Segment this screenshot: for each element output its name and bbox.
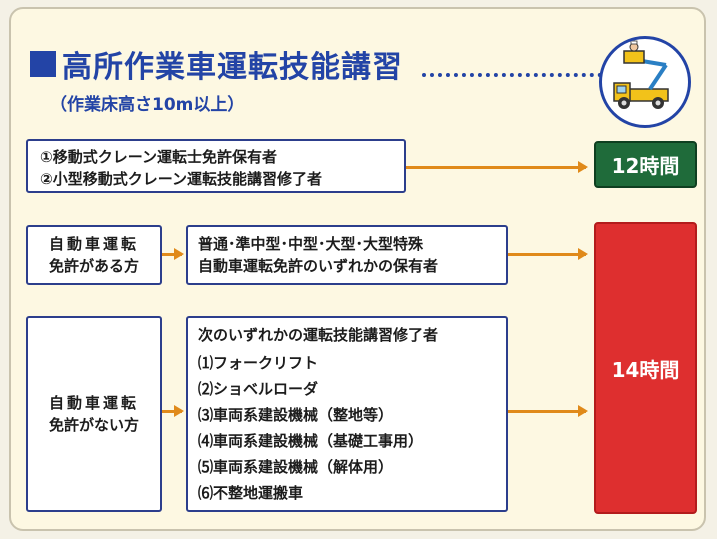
crane-license-line-1: ①移動式クレーン運転士免許保有者 <box>40 148 277 166</box>
skill-course-list-box: 次のいずれかの運転技能講習修了者 ⑴フォークリフト ⑵ショベルローダ ⑶車両系建… <box>186 316 508 512</box>
row3-arrow-short <box>162 405 184 417</box>
row2-arrow-short <box>162 248 184 260</box>
license-types-box: 普通･準中型･中型･大型･大型特殊 自動車運転免許のいずれかの保有者 <box>186 225 508 285</box>
row2-arrow <box>508 248 588 260</box>
row1-arrow <box>406 161 588 173</box>
crane-license-line-2: ②小型移動式クレーン運転技能講習修了者 <box>40 170 322 188</box>
skill-course-item: ⑷車両系建設機械（基礎工事用） <box>198 432 424 450</box>
license-types-line-1: 普通･準中型･中型･大型･大型特殊 <box>198 235 424 253</box>
title-row: 高所作業車運転技能講習 <box>30 44 403 85</box>
license-holder-category-line-1: 自動車運転 <box>48 235 139 253</box>
no-license-category-box: 自動車運転 免許がない方 <box>26 316 162 512</box>
license-types-line-2: 自動車運転免許のいずれかの保有者 <box>198 257 439 275</box>
hours-12-badge: 12時間 <box>594 141 697 188</box>
no-license-category-line-2: 免許がない方 <box>48 416 139 434</box>
no-license-category-line-1: 自動車運転 <box>48 394 139 412</box>
skill-course-item: ⑶車両系建設機械（整地等） <box>198 406 394 424</box>
skill-course-item: ⑴フォークリフト <box>198 354 319 372</box>
license-holder-category-line-2: 免許がある方 <box>48 257 139 275</box>
license-holder-category-box: 自動車運転 免許がある方 <box>26 225 162 285</box>
title-dotted-leader <box>422 73 602 77</box>
page-title: 高所作業車運転技能講習 <box>62 50 403 85</box>
crane-license-holders-box: ①移動式クレーン運転士免許保有者 ②小型移動式クレーン運転技能講習修了者 <box>26 139 406 193</box>
hours-14-badge: 14時間 <box>594 222 697 514</box>
skill-course-item: ⑹不整地運搬車 <box>198 484 304 502</box>
row3-arrow <box>508 405 588 417</box>
aerial-work-platform-truck-icon <box>599 36 691 128</box>
skill-course-item: ⑸車両系建設機械（解体用） <box>198 458 394 476</box>
skill-course-item: ⑵ショベルローダ <box>198 380 319 398</box>
skill-course-heading: 次のいずれかの運転技能講習修了者 <box>198 326 439 344</box>
title-square-bullet <box>30 51 56 77</box>
page-subtitle: （作業床高さ10m以上） <box>50 95 245 115</box>
